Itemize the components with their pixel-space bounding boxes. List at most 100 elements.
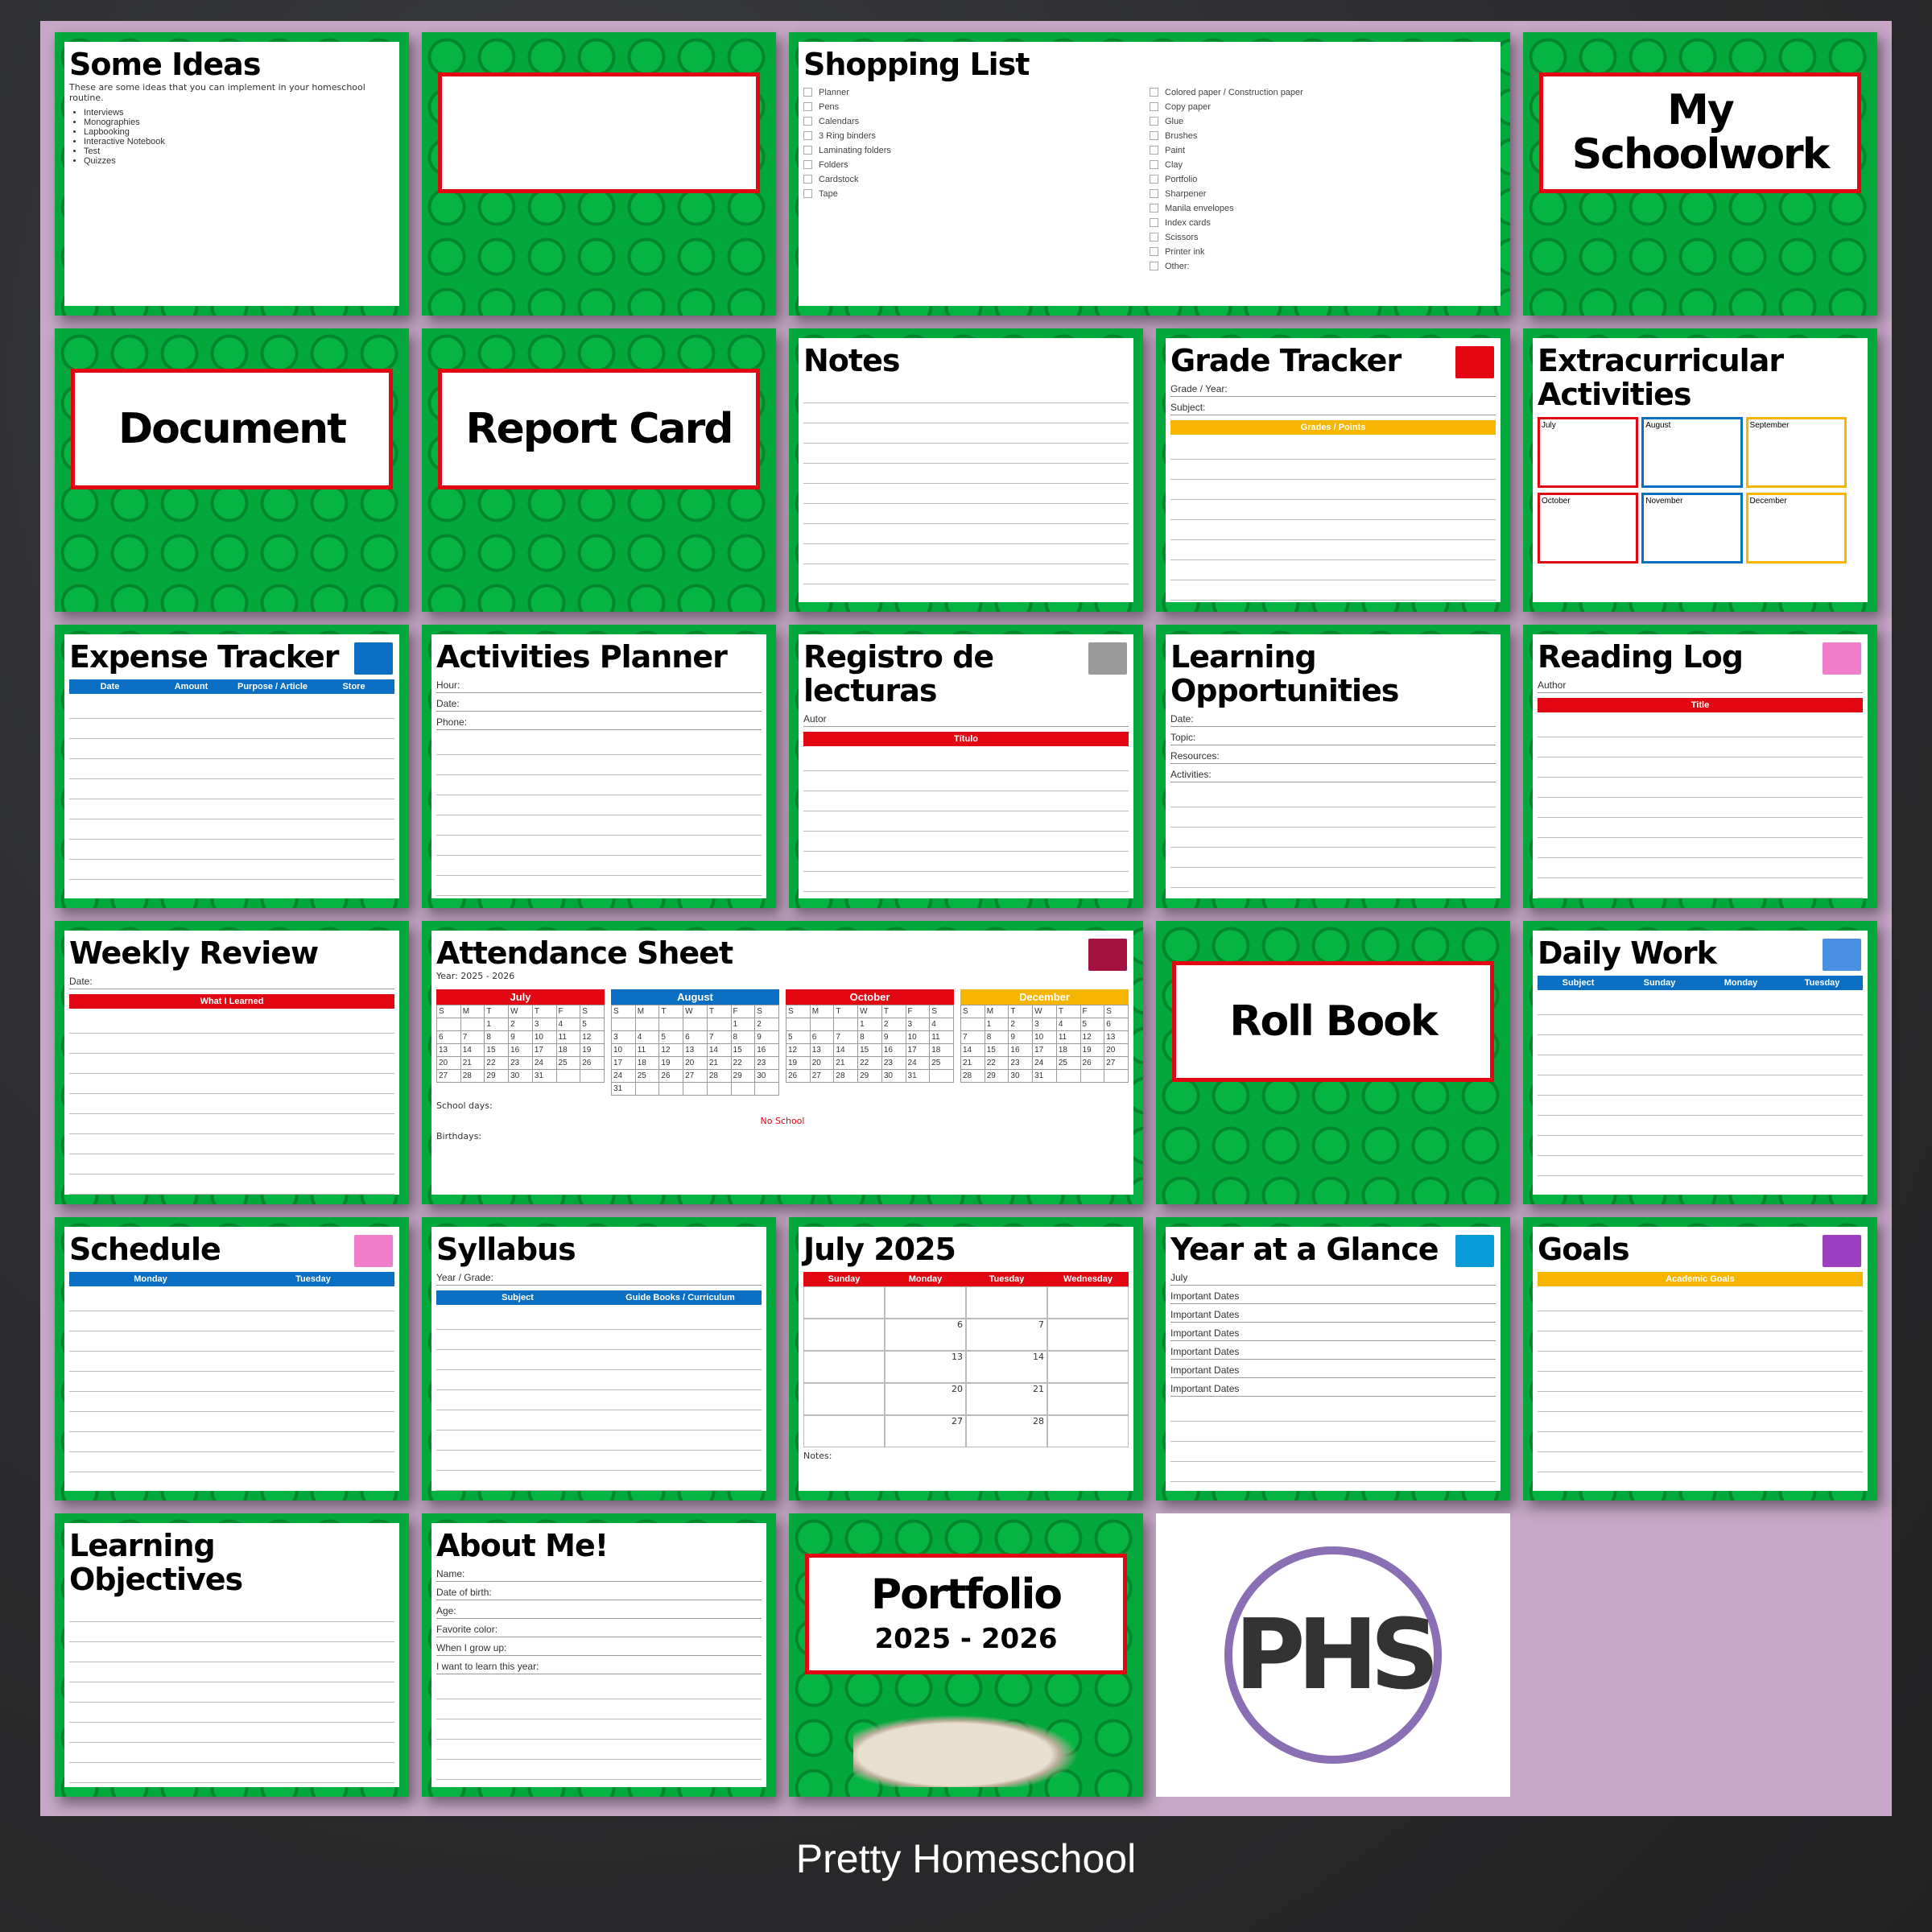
calendar-day-cell[interactable] [1047,1382,1129,1415]
day-cell[interactable]: 2 [1008,1017,1034,1031]
day-cell[interactable] [1080,1068,1105,1083]
day-cell[interactable] [706,1081,732,1096]
day-cell[interactable]: 8 [984,1030,1009,1044]
day-cell[interactable]: 3 [1032,1017,1057,1031]
checkbox[interactable] [1150,189,1158,199]
field-label[interactable]: Phone: [436,712,762,730]
day-cell[interactable] [634,1081,660,1096]
checklist-item[interactable]: Cardstock [803,172,1150,187]
page-my-schoolwork[interactable]: My Schoolwork [1523,32,1877,316]
field-label[interactable]: I want to learn this year: [436,1656,762,1674]
day-cell[interactable]: 18 [929,1042,954,1057]
checklist-item[interactable]: Colored paper / Construction paper [1150,85,1496,100]
day-cell[interactable]: 25 [634,1068,660,1083]
day-cell[interactable]: 8 [857,1030,882,1044]
day-cell[interactable] [436,1017,461,1031]
checklist-item[interactable]: Calendars [803,114,1150,129]
ruled-lines[interactable] [1538,716,1863,898]
field-label[interactable]: Important Dates [1170,1304,1496,1323]
day-cell[interactable]: 5 [786,1030,811,1044]
checkbox[interactable] [1150,117,1158,126]
day-cell[interactable]: 30 [1008,1068,1034,1083]
day-cell[interactable]: 29 [484,1068,510,1083]
calendar-day-cell[interactable] [803,1382,885,1415]
field-label[interactable]: When I grow up: [436,1637,762,1656]
day-cell[interactable] [611,1017,636,1031]
day-cell[interactable]: 20 [1104,1042,1129,1057]
day-cell[interactable]: 24 [905,1055,931,1070]
day-cell[interactable]: 31 [611,1081,636,1096]
checkbox[interactable] [1150,146,1158,155]
day-cell[interactable]: 22 [730,1055,756,1070]
day-cell[interactable]: 8 [484,1030,510,1044]
day-cell[interactable]: 23 [508,1055,533,1070]
checkbox[interactable] [803,160,812,170]
day-cell[interactable]: 28 [960,1068,985,1083]
day-cell[interactable]: 23 [754,1055,779,1070]
day-cell[interactable]: 1 [857,1017,882,1031]
ruled-lines[interactable] [1538,994,1863,1195]
day-cell[interactable]: 17 [905,1042,931,1057]
checklist-item[interactable]: Brushes [1150,129,1496,143]
field-label[interactable]: Date: [1170,708,1496,727]
page-document[interactable]: Document [55,328,409,612]
checklist-item[interactable]: 3 Ring binders [803,129,1150,143]
day-cell[interactable]: 20 [436,1055,461,1070]
day-cell[interactable]: 13 [1104,1030,1129,1044]
day-cell[interactable]: 12 [658,1042,684,1057]
page-learning-objectives[interactable]: Learning Objectives [55,1513,409,1797]
day-cell[interactable]: 6 [683,1030,708,1044]
month-box[interactable]: August [1641,416,1743,488]
checkbox[interactable] [803,102,812,112]
day-cell[interactable]: 25 [555,1055,581,1070]
day-cell[interactable]: 13 [683,1042,708,1057]
day-cell[interactable]: 19 [580,1042,605,1057]
field-label[interactable]: Author [1538,675,1863,693]
day-cell[interactable]: 28 [833,1068,859,1083]
day-cell[interactable]: 10 [1032,1030,1057,1044]
day-cell[interactable]: 11 [634,1042,660,1057]
month-box[interactable]: October [1538,492,1639,564]
calendar-day-cell[interactable]: 13 [885,1350,966,1383]
checklist-item[interactable]: Manila envelopes [1150,201,1496,216]
day-cell[interactable]: 9 [508,1030,533,1044]
day-cell[interactable]: 9 [881,1030,906,1044]
day-cell[interactable]: 17 [531,1042,557,1057]
month-box[interactable]: November [1641,492,1743,564]
field-label[interactable]: Autor [803,708,1129,727]
calendar-day-cell[interactable] [1047,1286,1129,1319]
day-cell[interactable]: 5 [658,1030,684,1044]
checklist-item[interactable]: Paint [1150,143,1496,158]
day-cell[interactable]: 10 [905,1030,931,1044]
day-cell[interactable]: 20 [809,1055,835,1070]
calendar-day-cell[interactable]: 14 [966,1350,1047,1383]
ruled-lines[interactable] [1170,439,1496,602]
day-cell[interactable]: 28 [706,1068,732,1083]
checkbox[interactable] [1150,160,1158,170]
day-cell[interactable]: 12 [580,1030,605,1044]
day-cell[interactable]: 3 [905,1017,931,1031]
day-cell[interactable]: 10 [611,1042,636,1057]
day-cell[interactable] [1055,1068,1081,1083]
day-cell[interactable]: 14 [960,1042,985,1057]
page-report-card[interactable]: Report Card [422,328,776,612]
day-cell[interactable]: 9 [754,1030,779,1044]
day-cell[interactable]: 18 [634,1055,660,1070]
day-cell[interactable]: 29 [984,1068,1009,1083]
field-label[interactable]: Important Dates [1170,1323,1496,1341]
day-cell[interactable]: 7 [833,1030,859,1044]
ruled-lines[interactable] [69,1013,394,1195]
field-label[interactable]: Topic: [1170,727,1496,745]
ruled-lines[interactable] [803,382,1129,602]
day-cell[interactable]: 2 [754,1017,779,1031]
day-cell[interactable]: 5 [1080,1017,1105,1031]
month-box[interactable]: September [1745,416,1847,488]
checkbox[interactable] [803,146,812,155]
day-cell[interactable]: 17 [611,1055,636,1070]
day-cell[interactable]: 5 [580,1017,605,1031]
day-cell[interactable]: 21 [460,1055,485,1070]
day-cell[interactable]: 18 [555,1042,581,1057]
day-cell[interactable]: 26 [580,1055,605,1070]
